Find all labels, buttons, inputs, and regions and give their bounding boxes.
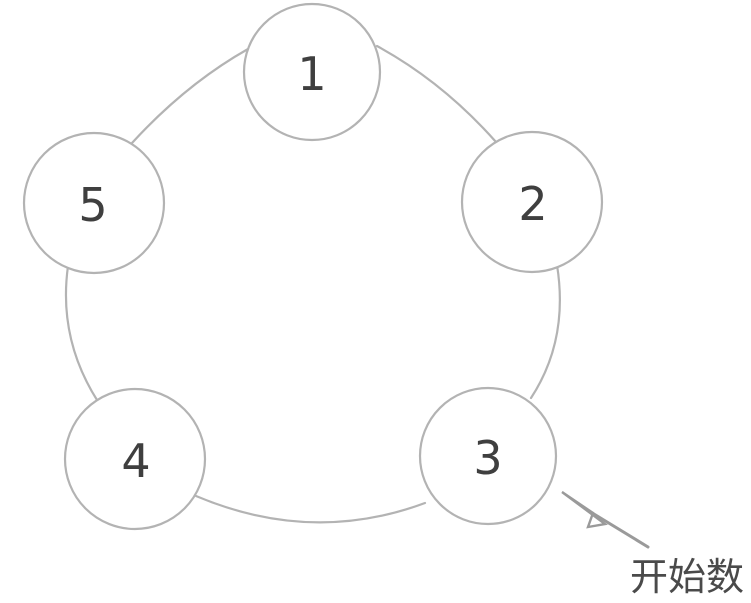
- node-1[interactable]: 1: [242, 2, 382, 142]
- annotation-label: 开始数: [630, 555, 744, 599]
- node-2-circle[interactable]: [460, 130, 604, 274]
- ring-arcs-group: [64, 44, 561, 524]
- arrow-head-icon: [561, 491, 608, 529]
- node-4-label: 4: [121, 434, 150, 488]
- arc-2-to-3: [529, 263, 561, 400]
- annotation-arrow: [561, 491, 650, 549]
- arc-3-to-4: [194, 494, 427, 524]
- arc-1-to-2: [375, 44, 498, 144]
- arrow-shaft-line: [587, 509, 650, 549]
- node-3[interactable]: 3: [418, 386, 558, 526]
- node-3-label: 3: [473, 431, 502, 485]
- node-4[interactable]: 4: [63, 387, 207, 531]
- node-5[interactable]: 5: [22, 131, 166, 275]
- node-5-circle[interactable]: [22, 131, 166, 275]
- node-3-circle[interactable]: [418, 386, 558, 526]
- arc-4-to-5: [64, 264, 99, 402]
- node-4-circle[interactable]: [63, 387, 207, 531]
- node-5-label: 5: [78, 178, 107, 232]
- node-2-label: 2: [518, 177, 547, 231]
- node-1-circle[interactable]: [242, 2, 382, 142]
- node-2[interactable]: 2: [460, 130, 604, 274]
- node-1-label: 1: [297, 47, 326, 101]
- arc-5-to-1: [130, 47, 250, 145]
